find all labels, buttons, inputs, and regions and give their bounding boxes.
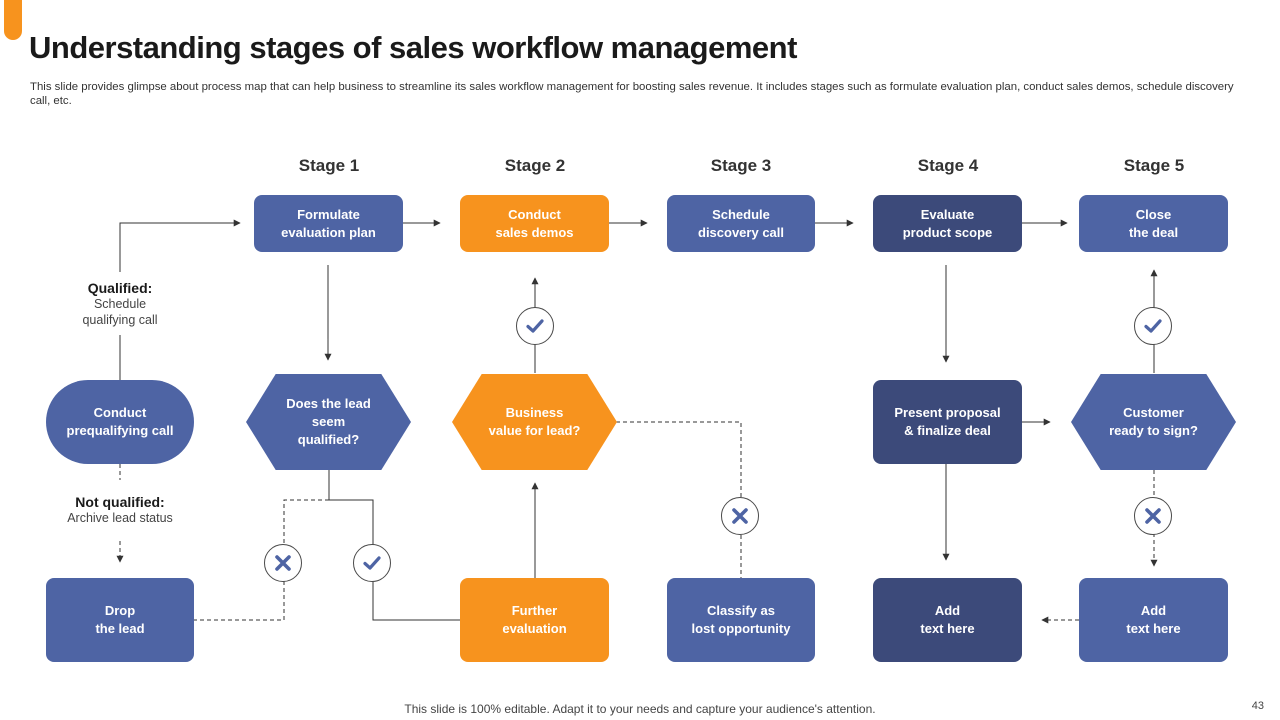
stage-5-label: Stage 5 <box>1123 156 1185 175</box>
qualified-text: Schedule qualifying call <box>82 297 158 327</box>
accent-tab <box>4 0 22 40</box>
line-split-cross <box>194 499 329 621</box>
check-icon <box>353 544 391 582</box>
cross-icon <box>721 497 759 535</box>
node-evaluate-product-scope: Evaluate product scope <box>873 195 1022 252</box>
node-close-the-deal: Close the deal <box>1079 195 1228 252</box>
node-customer-ready-to-sign: Customer ready to sign? <box>1071 374 1236 470</box>
check-icon <box>516 307 554 345</box>
stage-1-label: Stage 1 <box>298 156 360 175</box>
stage-4-label: Stage 4 <box>917 156 979 175</box>
node-classify-lost-opportunity: Classify as lost opportunity <box>667 578 815 662</box>
cross-icon <box>264 544 302 582</box>
stage-3-label: Stage 3 <box>710 156 772 175</box>
not-qualified-text: Archive lead status <box>67 511 173 525</box>
node-conduct-prequalifying-call: Conduct prequalifying call <box>46 380 194 464</box>
not-qualified-title: Not qualified: <box>75 494 165 510</box>
arrow-qualified-formulate <box>119 219 241 272</box>
line-business-lost <box>616 421 742 578</box>
node-add-text-here-2: Add text here <box>1079 578 1228 662</box>
node-drop-the-lead: Drop the lead <box>46 578 194 662</box>
node-business-value-for-lead: Business value for lead? <box>452 374 617 470</box>
slide-title: Understanding stages of sales workflow m… <box>29 30 797 65</box>
node-present-proposal: Present proposal & finalize deal <box>873 380 1022 464</box>
qualified-title: Qualified: <box>87 280 153 296</box>
not-qualified-label: Not qualified: Archive lead status <box>40 494 200 526</box>
page-number: 43 <box>1251 700 1264 712</box>
node-does-lead-seem-qualified: Does the lead seem qualified? <box>246 374 411 470</box>
node-conduct-sales-demos: Conduct sales demos <box>460 195 609 252</box>
node-add-text-here-1: Add text here <box>873 578 1022 662</box>
node-further-evaluation: Further evaluation <box>460 578 609 662</box>
line-split-check <box>329 499 460 621</box>
check-icon <box>1134 307 1172 345</box>
cross-icon <box>1134 497 1172 535</box>
stage-2-label: Stage 2 <box>504 156 566 175</box>
slide-subtitle: This slide provides glimpse about proces… <box>30 81 1234 107</box>
node-formulate-evaluation-plan: Formulate evaluation plan <box>254 195 403 252</box>
qualified-label: Qualified: Schedule qualifying call <box>50 280 190 328</box>
slide-footer: This slide is 100% editable. Adapt it to… <box>404 702 876 716</box>
node-schedule-discovery-call: Schedule discovery call <box>667 195 815 252</box>
